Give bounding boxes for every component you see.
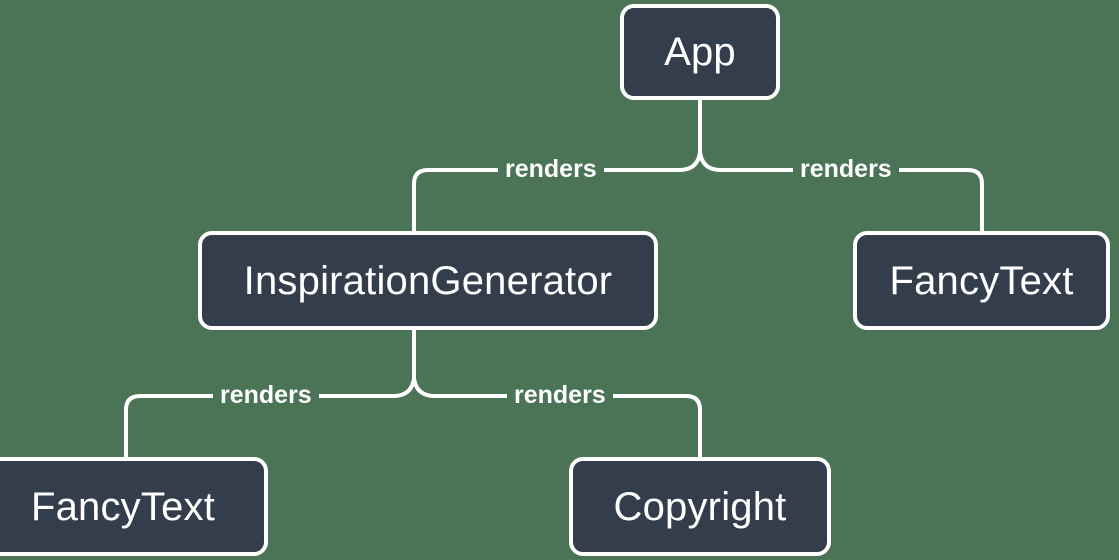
edge-label-app-to-fancytext-right: renders: [793, 157, 899, 182]
node-fancytext-right-label: FancyText: [889, 258, 1074, 303]
edge-inspiration-junction-left: [332, 376, 416, 398]
node-copyright-label: Copyright: [613, 484, 787, 529]
node-inspiration-generator[interactable]: InspirationGenerator: [198, 231, 658, 330]
node-app-label: App: [664, 30, 736, 74]
node-fancytext-bottom[interactable]: FancyText: [0, 457, 268, 556]
node-fancytext-bottom-label: FancyText: [30, 484, 216, 529]
edge-app-junction-right: [698, 150, 782, 172]
node-app[interactable]: App: [620, 4, 780, 100]
edge-app-junction-left: [618, 150, 702, 172]
node-inspiration-generator-label: InspirationGenerator: [243, 258, 613, 303]
edge-label-app-to-inspiration: renders: [498, 157, 604, 182]
edge-label-inspiration-to-copyright: renders: [507, 383, 613, 408]
edge-label-inspiration-to-fancytext-bottom: renders: [213, 383, 319, 408]
node-copyright[interactable]: Copyright: [569, 457, 831, 556]
edge-inspiration-junction-right: [412, 376, 496, 398]
node-fancytext-right[interactable]: FancyText: [853, 231, 1110, 330]
